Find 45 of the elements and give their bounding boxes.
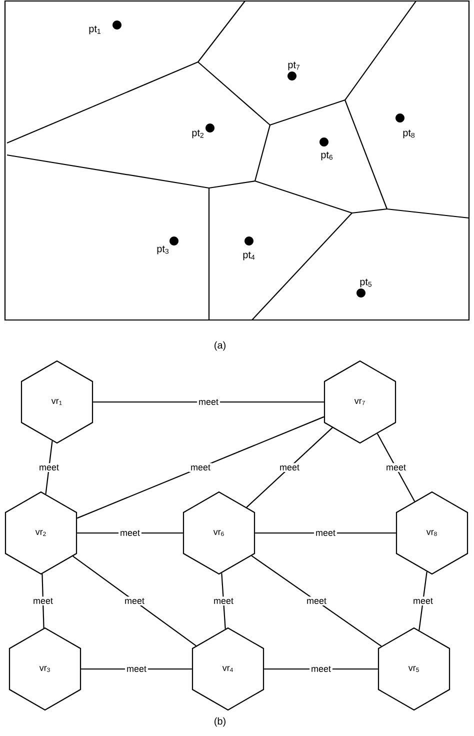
edge-label: meet [191,464,210,470]
connector-line [42,574,44,628]
point-label: pt$_{5}$ [360,278,372,288]
edge-label: meet [312,666,331,672]
connector-line [246,427,333,508]
hexagon-node: vr$_{3}$ [8,627,82,711]
connector-line [376,433,416,502]
connector-line [77,532,183,534]
edge-label: meet [316,530,336,536]
hexagon-node: vr$_{7}$ [324,360,396,444]
connector-line [264,668,378,670]
panel-caption: (a) [214,341,226,351]
edge-label: meet [414,598,433,604]
point-label: pt$_{1}$ [89,26,100,34]
point-label: pt$_{6}$ [321,152,333,160]
edge-label: meet [127,666,146,672]
point-label: pt$_{3}$ [157,246,169,254]
point-label: pt$_{8}$ [403,130,415,138]
hexagon-node: vr$_{5}$ [378,627,450,711]
edge-label: meet [307,598,326,604]
connector-line [76,416,324,519]
connector-line [45,440,53,494]
connector-line [251,555,382,647]
hexagon-node: vr$_{2}$ [4,491,78,575]
edge-label: meet [125,598,144,604]
connector-line [72,556,196,646]
hexagon-node: vr$_{1}$ [20,360,94,444]
edge-label: meet [214,598,234,604]
hexagon-node: vr$_{8}$ [396,491,468,575]
point-label: pt$_{4}$ [243,252,255,260]
connector-line [81,668,192,670]
edge-label: meet [280,464,300,470]
point-label: pt$_{2}$ [192,130,204,138]
connector-line [221,573,226,629]
edge-label: meet [40,464,59,470]
edge-label: meet [199,399,218,405]
hexagon-node: vr$_{6}$ [182,491,256,575]
connector-line [418,572,428,630]
point-label: pt$_{7}$ [288,62,300,70]
edge-label: meet [34,598,53,604]
hexagon-node: vr$_{4}$ [192,627,264,711]
connector-line [255,532,396,534]
edge-label: meet [120,530,140,536]
connector-line [93,401,324,403]
edge-label: meet [386,464,406,470]
